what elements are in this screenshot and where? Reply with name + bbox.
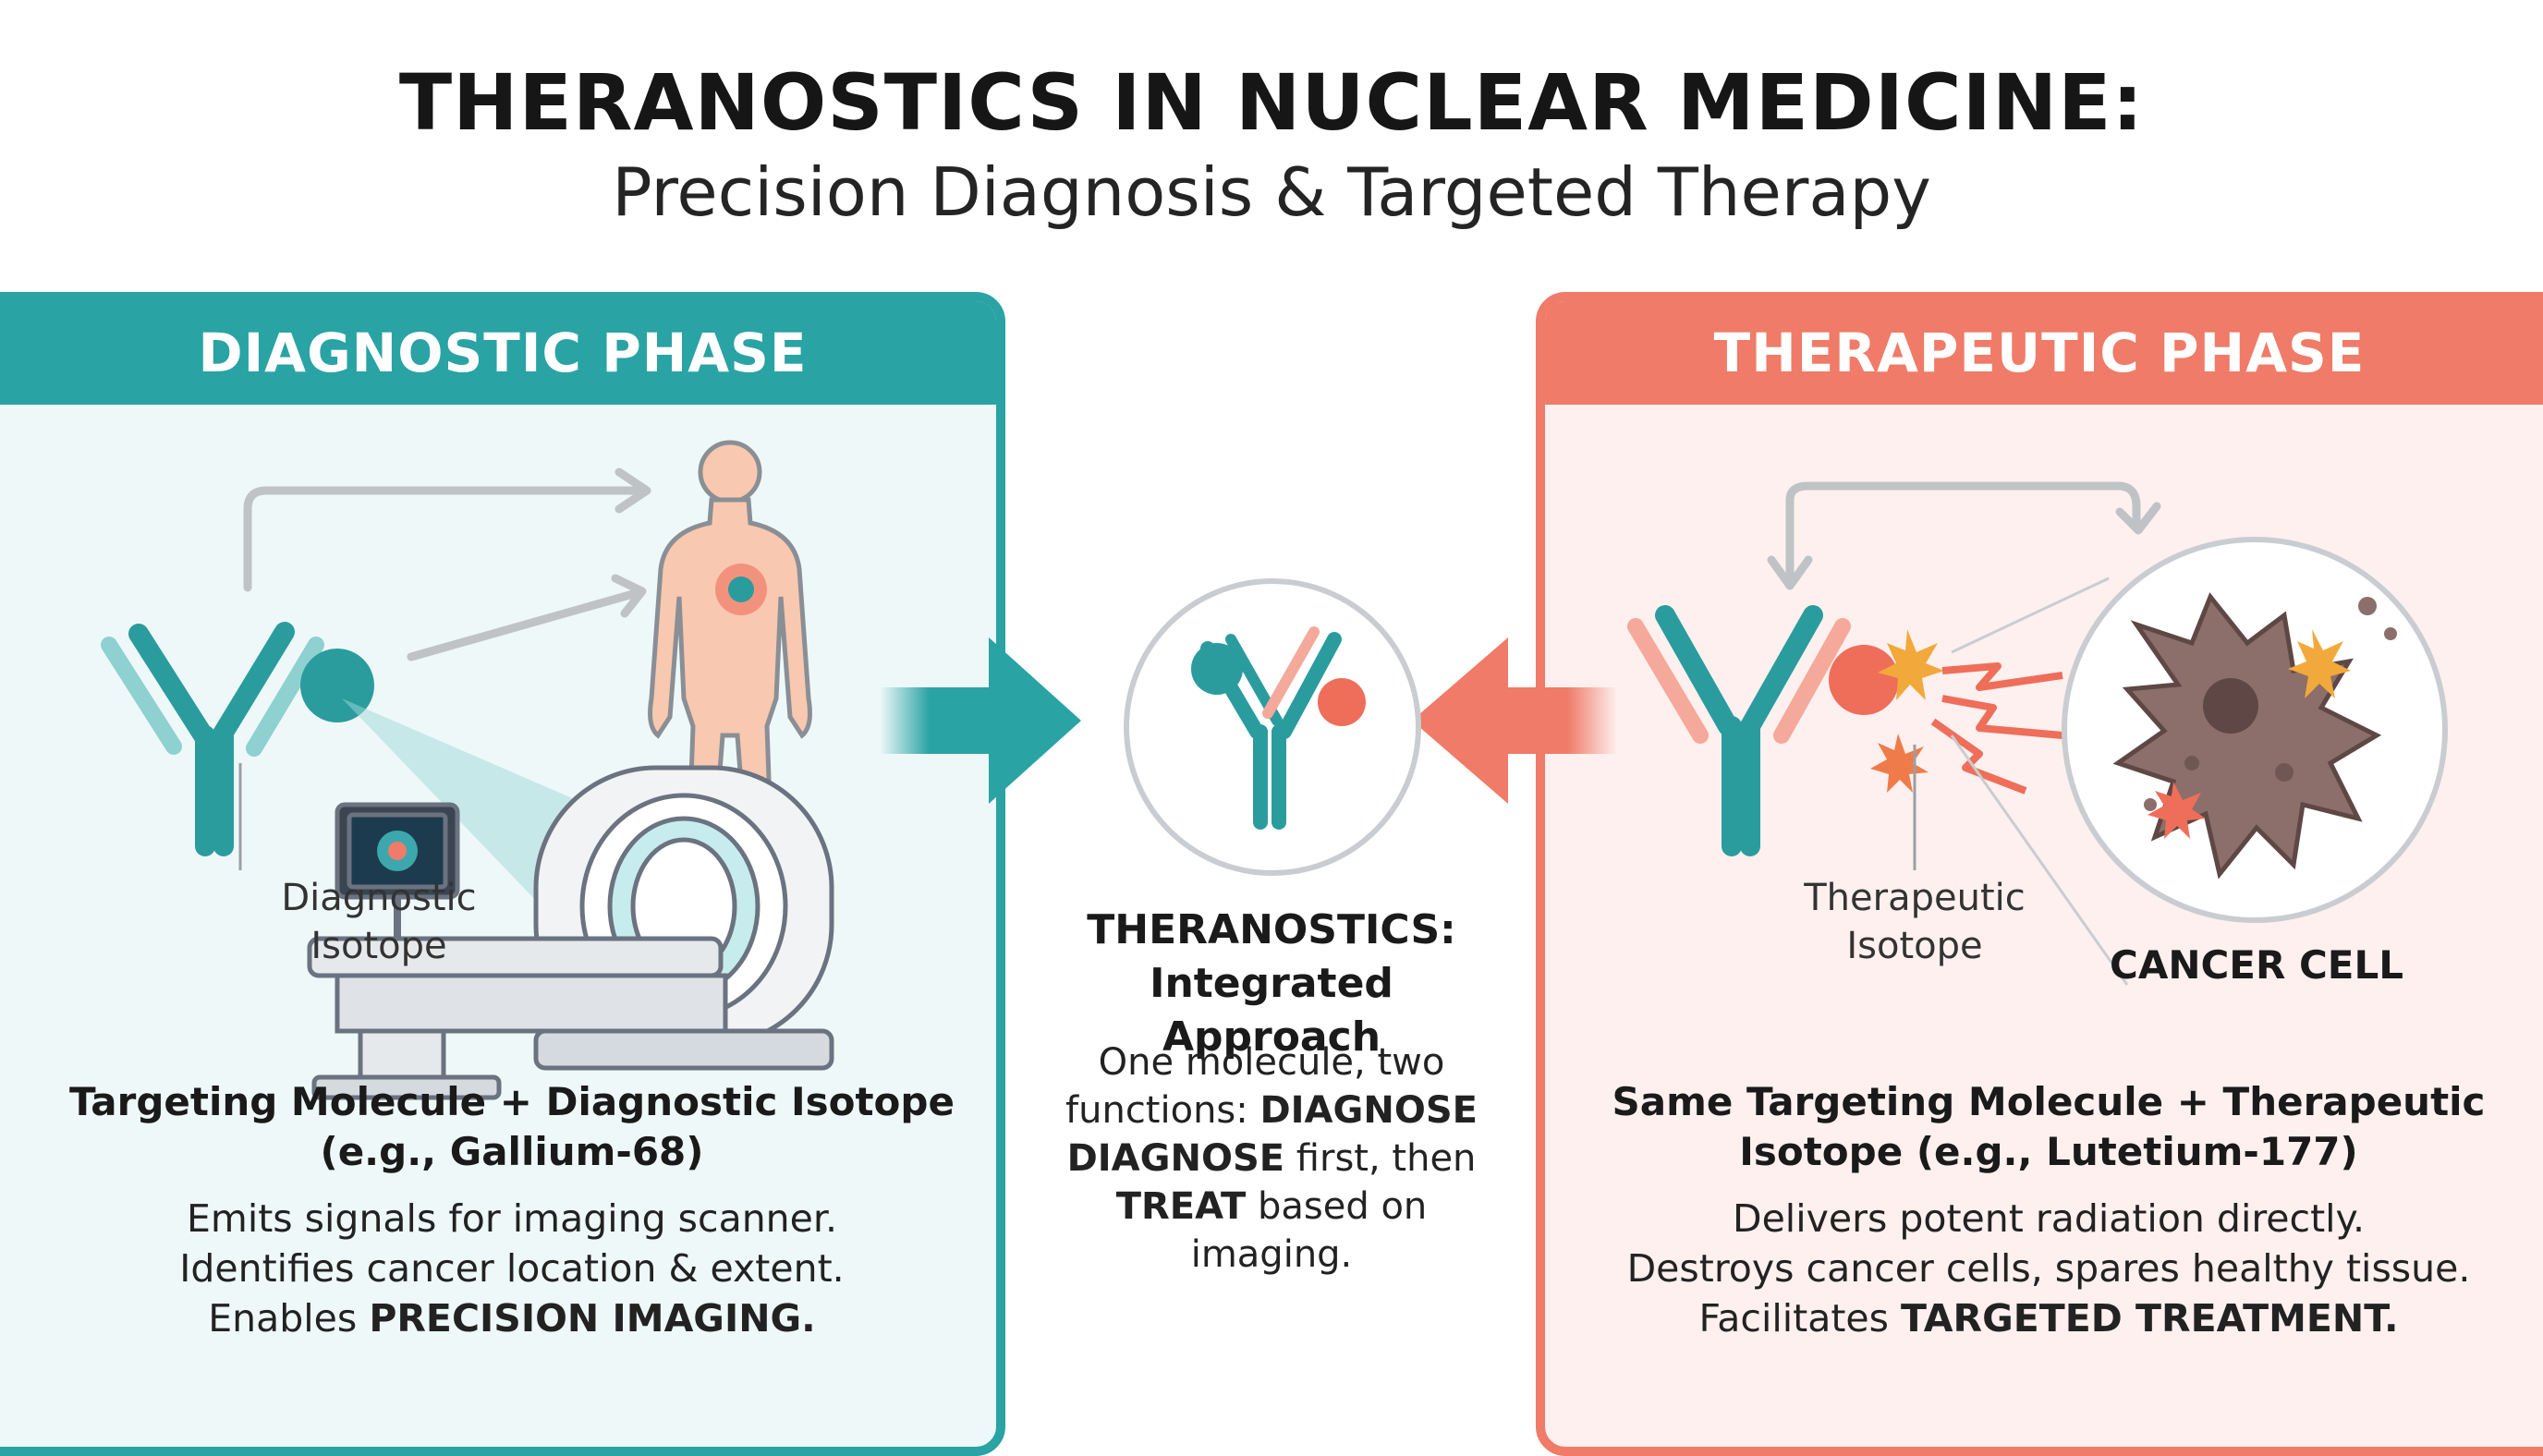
therapeutic-phase-heading: THERAPEUTIC PHASE <box>1545 301 2543 405</box>
antibody-icon <box>1191 626 1366 830</box>
radiation-burst-icon <box>1870 629 2063 795</box>
diagnostic-bold-text: Targeting Molecule + Diagnostic Isotope … <box>9 1077 996 1177</box>
cancer-cell-label: CANCER CELL <box>2110 942 2403 988</box>
pet-scanner-icon <box>307 765 834 1100</box>
center-desc-line2: functions: DIAGNOSE <box>1035 1086 1508 1134</box>
diagnostic-desc-line3: Enables PRECISION IMAGING. <box>9 1293 996 1343</box>
center-description: One molecule, two functions: DIAGNOSE DI… <box>1035 1038 1508 1279</box>
center-desc-line5: imaging. <box>1190 1233 1353 1276</box>
flow-arrow-icon <box>243 467 651 661</box>
arrow-left-icon <box>1412 637 1617 804</box>
therapeutic-isotope-label-line2: Isotope <box>1846 925 1983 967</box>
page-title: THERANOSTICS IN NUCLEAR MEDICINE: <box>398 57 2145 148</box>
page-subtitle: Precision Diagnosis & Targeted Therapy <box>612 153 1931 231</box>
flow-arrow-icon <box>1767 481 2161 590</box>
therapeutic-bold-line2: Isotope (e.g., Lutetium-177) <box>1739 1129 2358 1174</box>
center-desc-line4-suffix: based on <box>1246 1185 1428 1228</box>
therapeutic-desc-line3-prefix: Facilitates <box>1698 1296 1902 1341</box>
therapeutic-desc-line1: Delivers potent radiation directly. <box>1733 1196 2365 1241</box>
diagnostic-illustration <box>101 440 834 1100</box>
therapeutic-bold-text: Same Targeting Molecule + Therapeutic Is… <box>1545 1077 2543 1177</box>
center-heading-line2: Integrated Approach <box>1150 960 1393 1061</box>
theranostics-circle <box>1124 578 1421 876</box>
therapeutic-desc-line3-bold: TARGETED TREATMENT. <box>1901 1296 2399 1341</box>
diagnostic-panel: DIAGNOSTIC PHASE <box>0 292 1005 1456</box>
therapeutic-illustration <box>1627 481 2448 986</box>
diagnostic-isotope-label: Diagnostic Isotope <box>240 874 517 970</box>
center-desc-line3: DIAGNOSE first, then <box>1035 1134 1508 1183</box>
center-desc-line2-bold: DIAGNOSE <box>1259 1089 1478 1132</box>
therapeutic-isotope-label-line1: Therapeutic <box>1804 877 2026 919</box>
diagnostic-description: Emits signals for imaging scanner. Ident… <box>9 1194 996 1343</box>
diagnostic-desc-line2: Identifies cancer location & extent. <box>179 1246 845 1291</box>
cancer-cell-icon <box>2062 537 2448 923</box>
therapeutic-panel: THERAPEUTIC PHASE <box>1536 292 2543 1456</box>
center-arrows <box>880 637 1617 804</box>
arrow-right-icon <box>880 637 1081 804</box>
therapeutic-description: Delivers potent radiation directly. Dest… <box>1545 1194 2543 1343</box>
center-desc-line4-bold: TREAT <box>1115 1185 1247 1228</box>
diagnostic-phase-heading: DIAGNOSTIC PHASE <box>0 301 996 405</box>
center-desc-line1: One molecule, two <box>1098 1041 1445 1084</box>
therapeutic-desc-line3: Facilitates TARGETED TREATMENT. <box>1545 1293 2543 1343</box>
diagnostic-bold-line1: Targeting Molecule + Diagnostic Isotope <box>69 1079 955 1124</box>
center-desc-line4: TREAT based on <box>1035 1183 1508 1231</box>
center-desc-line3-suffix: first, then <box>1284 1137 1477 1180</box>
therapeutic-isotope-label: Therapeutic Isotope <box>1776 874 2053 970</box>
human-body-icon <box>648 440 812 858</box>
diagnostic-isotope-label-line2: Isotope <box>310 925 447 967</box>
center-heading: THERANOSTICS: Integrated Approach <box>1035 904 1508 1064</box>
diagnostic-desc-line3-prefix: Enables <box>208 1296 370 1341</box>
diagnostic-isotope-label-line1: Diagnostic <box>281 877 477 919</box>
therapeutic-bold-line1: Same Targeting Molecule + Therapeutic <box>1612 1079 2486 1124</box>
antibody-icon <box>1627 605 1899 856</box>
center-heading-line1: THERANOSTICS: <box>1087 906 1456 953</box>
diagnostic-desc-line3-bold: PRECISION IMAGING. <box>369 1296 816 1341</box>
center-desc-line3-bold: DIAGNOSE <box>1066 1137 1285 1180</box>
center-desc-line2-prefix: functions: <box>1065 1089 1260 1132</box>
antibody-icon <box>101 622 374 856</box>
therapeutic-desc-line2: Destroys cancer cells, spares healthy ti… <box>1626 1246 2471 1291</box>
diagnostic-bold-line2: (e.g., Gallium-68) <box>320 1129 704 1174</box>
diagnostic-desc-line1: Emits signals for imaging scanner. <box>186 1196 838 1241</box>
